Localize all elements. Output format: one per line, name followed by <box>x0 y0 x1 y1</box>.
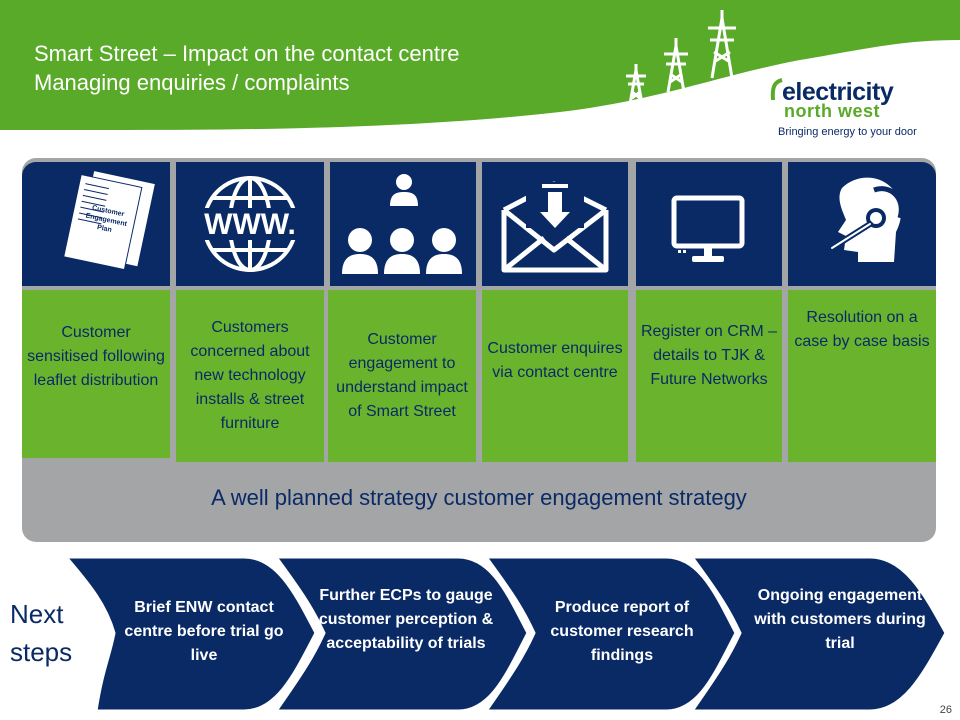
logo-word-north-west: north west <box>784 101 881 121</box>
logo-tagline: Bringing energy to your door <box>778 126 917 138</box>
tile-icon-headset <box>788 162 936 286</box>
tile-text-crm: Register on CRM – details to TJK & Futur… <box>636 290 782 462</box>
logo-swoosh-icon <box>770 78 783 101</box>
tile-text-crm-label: Register on CRM – details to TJK & Futur… <box>640 323 778 388</box>
tile-text-leaflet-label: Customer sensitised following leaflet di… <box>27 324 165 389</box>
headset-icon <box>829 177 904 262</box>
next-steps-line-1: Next <box>10 599 64 629</box>
tile-icon-web: WWW. <box>176 162 324 286</box>
strategy-panel <box>22 158 936 542</box>
pylons-icon <box>626 10 736 105</box>
step-2-text: Further ECPs to gauge customer perceptio… <box>318 587 494 652</box>
people-icon <box>342 174 462 274</box>
step-1-text: Brief ENW contact centre before trial go… <box>124 599 284 664</box>
tile-text-web: Customers concerned about new technology… <box>176 290 324 462</box>
company-logo: electricity north west Bringing energy t… <box>770 74 950 144</box>
strategy-caption: A well planned strategy customer engagem… <box>211 485 747 510</box>
step-chevron-3 <box>483 555 738 713</box>
page-title: Smart Street – Impact on the contact cen… <box>34 39 460 97</box>
steps-chevrons <box>62 555 948 713</box>
tile-icon-monitor <box>636 162 782 286</box>
tile-text-enquiry: Customer enquires via contact centre <box>482 290 628 462</box>
tile-icon-people <box>330 162 476 286</box>
next-steps-label: Next steps <box>10 595 72 671</box>
leaflet-icon: Customer Engagement Plan <box>63 171 155 271</box>
tile-text-people: Customer engagement to understand impact… <box>328 290 476 462</box>
tile-text-leaflet: Customer sensitised following leaflet di… <box>22 290 170 458</box>
page-number: 26 <box>939 704 952 716</box>
www-text: WWW. <box>204 208 296 241</box>
title-line-2: Managing enquiries / complaints <box>34 70 350 95</box>
tile-text-enquiry-label: Customer enquires via contact centre <box>487 340 623 381</box>
step-3-text: Produce report of customer research find… <box>550 599 694 664</box>
tile-text-resolution: Resolution on a case by case basis <box>788 290 936 462</box>
step-chevron-4 <box>689 555 948 713</box>
envelope-icon <box>501 181 609 273</box>
step-chevron-2 <box>273 555 530 713</box>
tile-icon-envelope <box>482 162 628 286</box>
leaflet-label-3: Plan <box>96 224 112 234</box>
title-line-1: Smart Street – Impact on the contact cen… <box>34 41 460 66</box>
monitor-icon <box>671 195 745 262</box>
tile-text-resolution-label: Resolution on a case by case basis <box>794 309 930 350</box>
logo-word-electricity: electricity <box>782 78 894 106</box>
tile-icon-leaflet: Customer Engagement Plan <box>22 162 170 286</box>
step-chevron-1 <box>62 555 318 713</box>
step-4-text: Ongoing engagement with customers during… <box>754 587 926 652</box>
globe-www-icon: WWW. <box>202 176 298 272</box>
tile-text-people-label: Customer engagement to understand impact… <box>336 331 468 420</box>
tile-text-web-label: Customers concerned about new technology… <box>190 319 310 432</box>
next-steps-line-2: steps <box>10 637 73 667</box>
